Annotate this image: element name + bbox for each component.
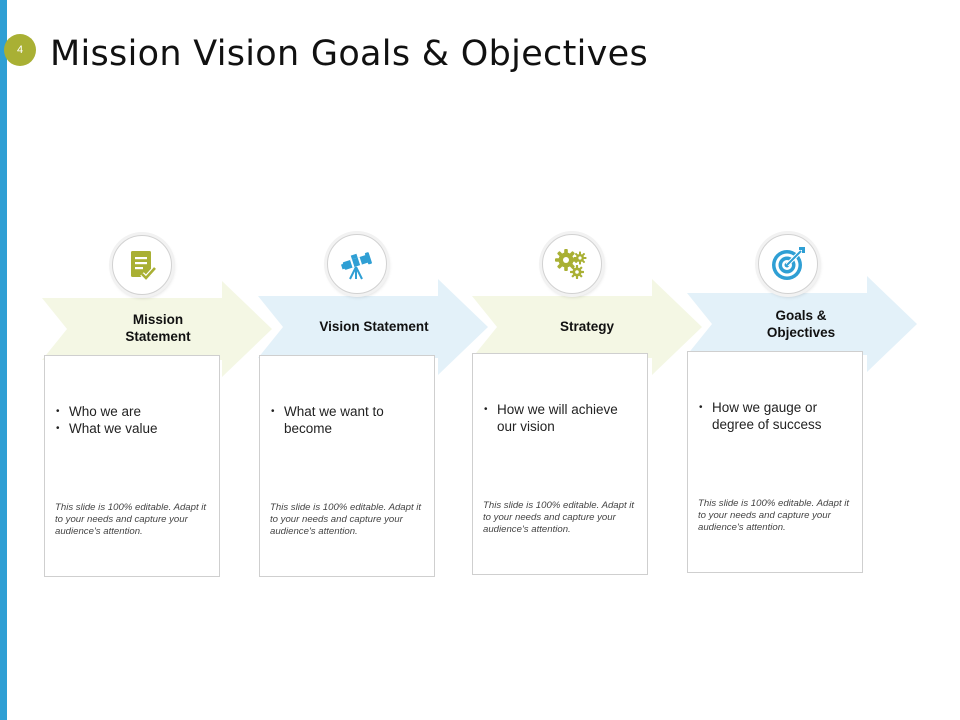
editable-note: This slide is 100% editable. Adapt it to… [55,502,207,537]
page-number-badge: 4 [4,34,36,66]
bullet-item: How we gauge or degree of success [698,399,854,433]
bullet-list: How we gauge or degree of success [698,399,854,433]
editable-note: This slide is 100% editable. Adapt it to… [698,498,850,533]
document-check-icon [131,251,157,282]
step-label-strategy: Strategy [559,318,615,334]
bullet-item: What we value [55,420,211,437]
step-icon-strategy [542,234,602,294]
step-card-vision: What we want to become This slide is 100… [259,355,435,577]
step-icon-mission [112,235,172,295]
step-card-strategy: How we will achieve our vision This slid… [472,353,648,575]
step-arrow-strategy [472,279,702,375]
bullet-item: How we will achieve our vision [483,401,639,435]
telescope-icon [341,252,372,280]
step-card-goals: How we gauge or degree of success This s… [687,351,863,573]
editable-note: This slide is 100% editable. Adapt it to… [270,502,422,537]
editable-note: This slide is 100% editable. Adapt it to… [483,500,635,535]
step-card-mission: Who we are What we value This slide is 1… [44,355,220,577]
bullet-list: How we will achieve our vision [483,401,639,435]
step-icon-vision [327,234,387,294]
step-label-goals: Goals & Objectives [766,308,836,340]
target-icon [772,247,805,280]
step-arrow-mission [42,281,272,377]
step-arrow-vision [258,279,488,375]
step-label-vision: Vision Statement [319,318,429,334]
slide-title: Mission Vision Goals & Objectives [50,34,648,74]
bullet-item: Who we are [55,403,211,420]
bullet-item: What we want to become [270,403,426,437]
bullet-list: What we want to become [270,403,426,437]
step-icon-goals [758,234,818,294]
left-accent-bar [0,0,7,720]
bullet-list: Who we are What we value [55,403,211,437]
step-label-mission: Mission Statement [125,312,191,344]
step-arrow-goals [687,276,917,372]
gears-icon [555,249,587,279]
